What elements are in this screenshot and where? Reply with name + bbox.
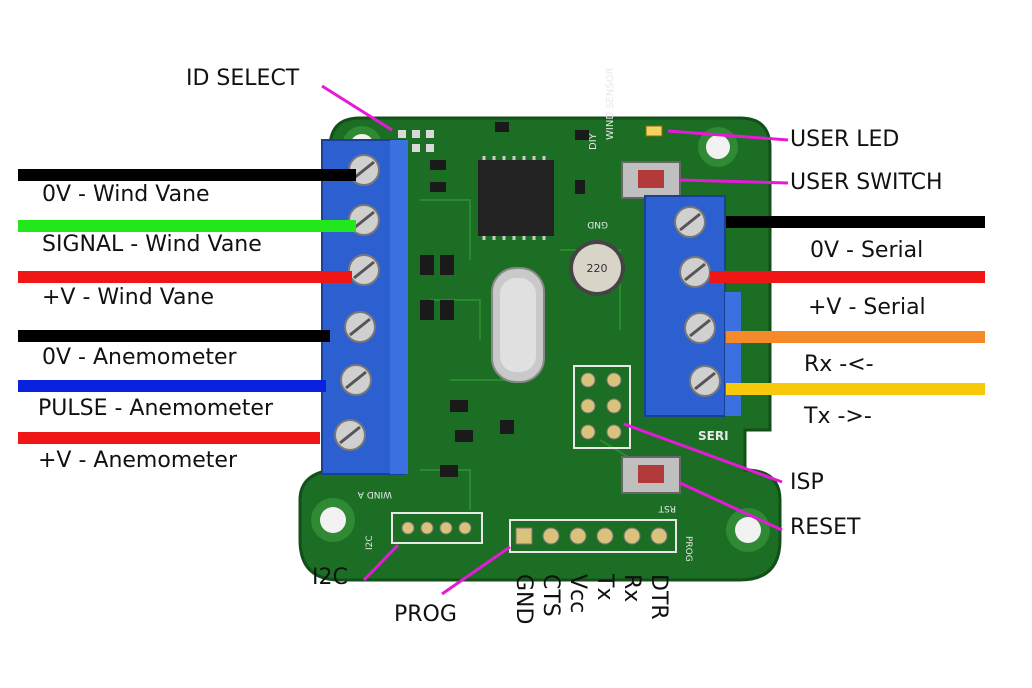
wire-label-wind-vane-0v: 0V - Wind Vane xyxy=(42,182,210,207)
silk-diy: DIY xyxy=(588,132,599,150)
silk-rst: RST xyxy=(658,503,676,513)
user-switch-label: USER SWITCH xyxy=(790,170,943,195)
callout-i2c xyxy=(362,543,400,582)
wire-label-serial-plus: +V - Serial xyxy=(808,295,926,320)
user-led xyxy=(645,125,663,137)
callout-prog xyxy=(441,545,511,596)
wire-label-serial-0v: 0V - Serial xyxy=(810,238,924,263)
silk-sensor: WIND SENSOR xyxy=(605,67,616,140)
mount-hole-bottom-left xyxy=(311,498,355,542)
silk-wind-a: WIND A xyxy=(357,489,392,499)
isp-header xyxy=(573,365,631,449)
reset-label: RESET xyxy=(790,515,861,540)
smd-components xyxy=(420,122,589,477)
wire-label-tx: Tx ->- xyxy=(804,404,872,429)
left-terminal-block xyxy=(321,139,408,475)
right-wire-group xyxy=(710,216,985,395)
prog-pin-cts: CTS xyxy=(538,574,563,617)
callout-isp xyxy=(623,422,783,484)
prog-header xyxy=(509,519,677,553)
wire-label-rx: Rx -<- xyxy=(804,352,874,377)
wire-label-anemometer-pulse: PULSE - Anemometer xyxy=(38,396,274,421)
prog-pin-rx: Rx xyxy=(619,574,644,603)
microcontroller-chip xyxy=(478,156,554,240)
silk-prog: PROG xyxy=(683,536,693,562)
i2c-header xyxy=(391,512,483,544)
i2c-label: I2C xyxy=(312,565,348,590)
prog-pin-vcc: Vcc xyxy=(565,574,590,614)
wire-label-anemometer-plus: +V - Anemometer xyxy=(38,448,237,473)
user-led-label: USER LED xyxy=(790,127,900,152)
id-select-label: ID SELECT xyxy=(186,66,300,91)
wire-label-anemometer-0v: 0V - Anemometer xyxy=(42,345,237,370)
prog-pin-dtr: DTR xyxy=(646,574,671,620)
electrolytic-capacitor: 220 xyxy=(569,240,625,296)
crystal-oscillator xyxy=(491,267,545,383)
reset-switch xyxy=(621,456,681,494)
silk-i2c: I2C xyxy=(365,535,375,550)
silk-gnd: GND xyxy=(587,219,608,229)
capacitor-value: 220 xyxy=(587,262,608,275)
prog-label: PROG xyxy=(394,602,457,627)
callout-id-select xyxy=(321,84,393,132)
wire-label-wind-vane-signal: SIGNAL - Wind Vane xyxy=(42,232,262,257)
callout-lines xyxy=(321,84,789,596)
wire-label-wind-vane-plus: +V - Wind Vane xyxy=(42,285,214,310)
callout-user-switch xyxy=(679,178,789,185)
silk-serial: SERI xyxy=(698,429,729,443)
callout-user-led xyxy=(667,129,789,142)
callout-reset xyxy=(679,481,783,532)
user-switch xyxy=(621,161,681,199)
isp-label: ISP xyxy=(790,470,824,495)
prog-pin-gnd: GND xyxy=(511,574,536,625)
left-wire-group xyxy=(18,169,356,444)
prog-pin-tx: Tx xyxy=(592,574,617,601)
